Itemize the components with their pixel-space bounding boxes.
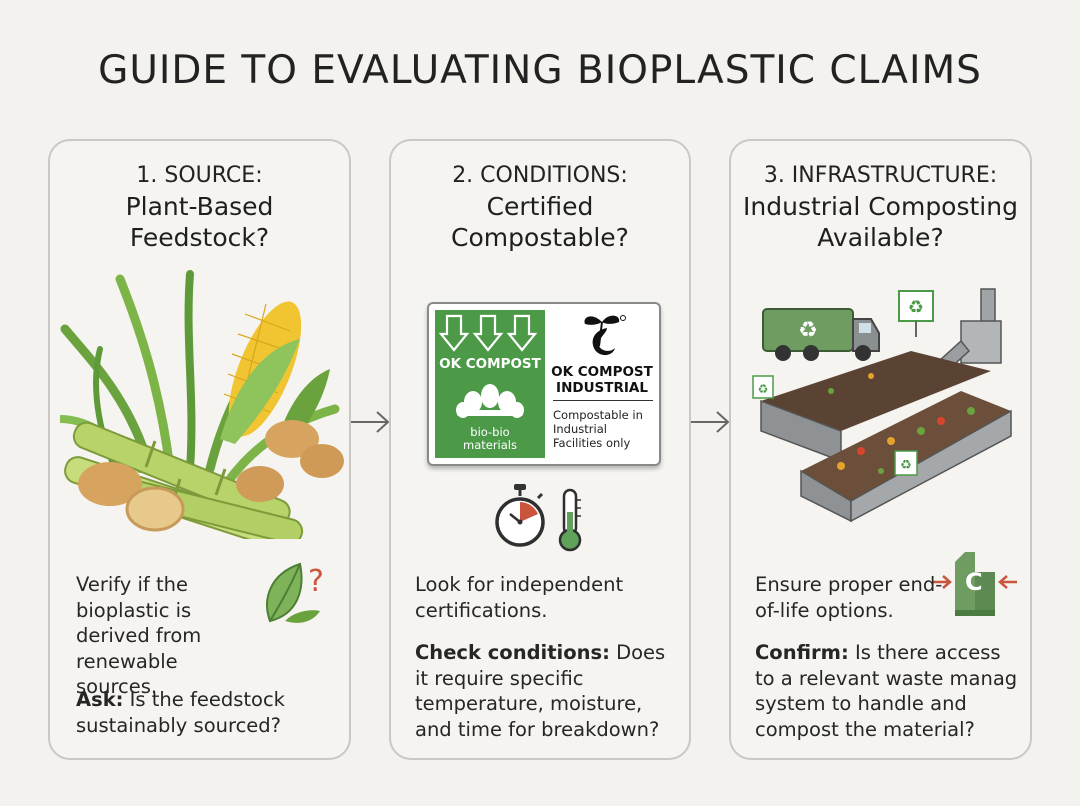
bio-materials-label: bio-bio materials [463, 425, 517, 452]
ok-compost-green-panel: OK COMPOST bio-bio materials [435, 310, 545, 458]
body-paragraph: Verify if the bioplastic is derived from… [76, 573, 202, 698]
step-label: 2. CONDITIONS: [452, 163, 628, 188]
seedling-logo-icon [584, 315, 626, 356]
ask-block: Confirm: Is there access to a relevant w… [755, 640, 1023, 742]
card-conditions: 2. CONDITIONS: Certified Compostable? OK… [389, 139, 691, 760]
svg-text:♻: ♻ [798, 318, 818, 343]
body-paragraph: Look for independent certifications. [415, 573, 624, 622]
arrow-right-icon [691, 411, 730, 433]
step-question: Certified Compostable? [451, 192, 629, 252]
thermometer-icon [558, 488, 582, 552]
svg-text:♻: ♻ [908, 297, 924, 318]
certification-label-icon: OK COMPOST bio-bio materials OK COMPOST … [427, 302, 661, 466]
compostable-note: Compostable in Industrial Facilities onl… [553, 408, 643, 450]
card-header: 2. CONDITIONS: Certified Compostable? [391, 161, 689, 253]
ask-label: Check conditions: [415, 641, 610, 664]
svg-text:C: C [965, 568, 983, 596]
ok-compost-industrial-title: OK COMPOST INDUSTRIAL [551, 364, 653, 396]
ask-text: Does it require specific temperature, mo… [415, 641, 666, 741]
sugarcane-corn-potato-icon [60, 270, 344, 539]
leaf-question-icon: ? [266, 562, 324, 623]
ask-text: Is the feedstock sustainably sourced? [76, 688, 285, 737]
card-infrastructure: 3. INFRASTRUCTURE: Industrial Composting… [729, 139, 1032, 760]
ask-label: Ask: [76, 688, 124, 711]
ok-compost-title: OK COMPOST [439, 356, 541, 372]
arrow-right-icon [351, 411, 390, 433]
ask-text: Is there access to a relevant waste mana… [755, 641, 1018, 741]
ask-label: Confirm: [755, 641, 849, 664]
card-header: 3. INFRASTRUCTURE: Industrial Composting… [731, 161, 1030, 253]
card-source: 1. SOURCE: Plant-Based Feedstock? [48, 139, 351, 760]
step-label: 1. SOURCE: [136, 163, 263, 188]
svg-text:♻: ♻ [900, 458, 912, 473]
card-body: Verify if the bioplastic is derived from… [76, 572, 261, 711]
svg-text:?: ? [308, 564, 324, 599]
ask-block: Check conditions: Does it require specif… [415, 640, 677, 742]
ask-block: Ask: Is the feedstock sustainably source… [76, 687, 316, 738]
step-label: 3. INFRASTRUCTURE: [763, 163, 998, 188]
facility-building-icon: C [933, 552, 1017, 616]
card-body: Look for independent certifications. [415, 572, 665, 634]
flower-icon [456, 384, 524, 418]
body-paragraph: Ensure proper end-of-life options. [755, 573, 943, 622]
main-title: GUIDE TO EVALUATING BIOPLASTIC CLAIMS [98, 48, 982, 93]
label-divider [553, 400, 653, 401]
card-body: Ensure proper end-of-life options. [755, 572, 950, 634]
card-header: 1. SOURCE: Plant-Based Feedstock? [50, 161, 349, 253]
down-arrows-icon [439, 314, 538, 352]
step-question: Plant-Based Feedstock? [125, 192, 274, 252]
stopwatch-icon [495, 484, 545, 547]
recycle-truck-icon: ♻ [762, 308, 880, 361]
composting-facility-icon: ♻ ♻ ♻ ♻ [752, 288, 1012, 523]
step-question: Industrial Composting Available? [743, 192, 1018, 252]
svg-text:♻: ♻ [758, 382, 769, 396]
